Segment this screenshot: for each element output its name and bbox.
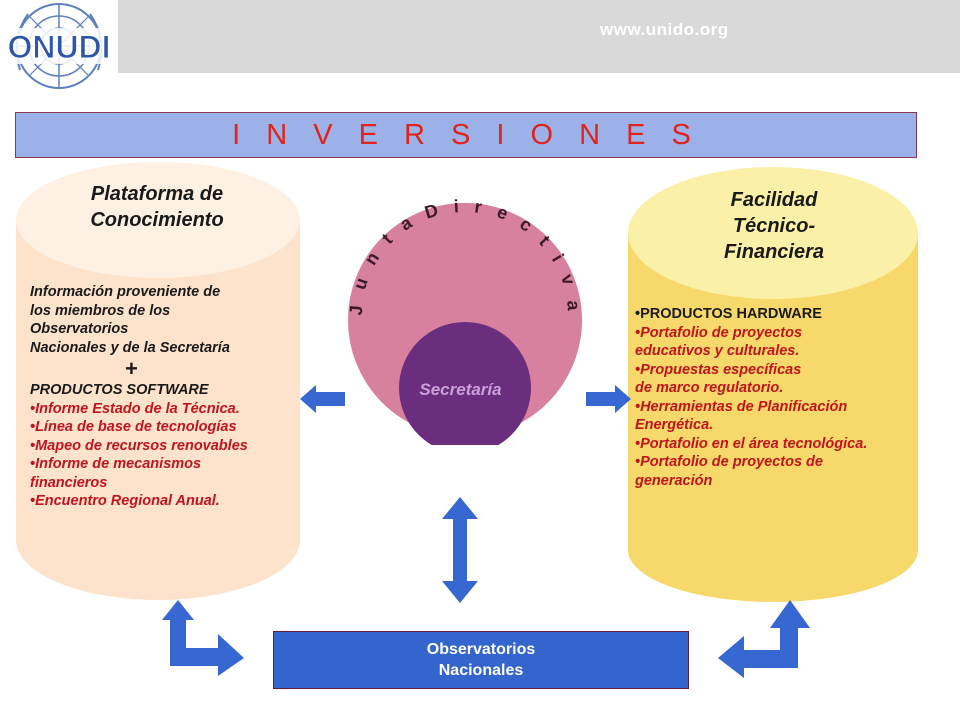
products-hardware-heading: •PRODUCTOS HARDWARE (635, 306, 822, 322)
observatorios-line2: Nacionales (438, 662, 524, 679)
left-panel-title: Plataforma de Conocimiento (90, 183, 224, 231)
header-bar (118, 0, 960, 73)
left-cylinder (16, 162, 300, 600)
bent-arrow-right-icon (718, 600, 810, 678)
onudi-logo: ONUDI (4, 3, 114, 89)
right-cylinder (628, 167, 918, 602)
arrow-right-icon (586, 385, 631, 413)
observatorios-nacionales-box: Observatorios Nacionales (273, 631, 689, 689)
right-panel-title: Facilidad Técnico- Financiera (723, 189, 825, 263)
double-arrow-vertical-icon (442, 497, 478, 603)
junta-directiva-circle: J u n t a D i r e c t i v a (346, 196, 582, 445)
left-panel-body: Información proveniente de los miembros … (30, 283, 310, 511)
observatorios-line1: Observatorios (426, 641, 536, 658)
svg-text:ONUDI: ONUDI (7, 29, 110, 65)
title-text: I N V E R S I O N E S (232, 119, 700, 151)
right-panel-body: •PRODUCTOS HARDWARE •Portafolio de proye… (635, 305, 935, 490)
bent-arrow-left-icon (162, 600, 244, 676)
products-software-heading: PRODUCTOS SOFTWARE (30, 382, 209, 398)
arrow-left-icon (300, 385, 345, 413)
website-url: www.unido.org (600, 20, 729, 39)
plus-sign: + (125, 356, 138, 381)
title-bar: I N V E R S I O N E S (15, 112, 917, 158)
secretaria-label: Secretaría (419, 380, 502, 399)
